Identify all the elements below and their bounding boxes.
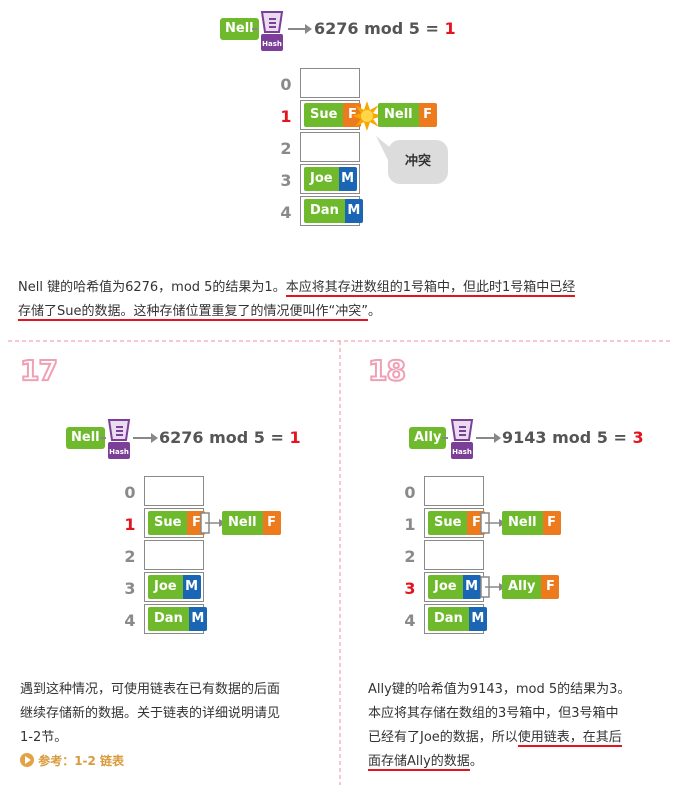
top-description: Nell 键的哈希值为6276，mod 5的结果为1。本应将其存进数组的1号箱中… — [18, 280, 576, 321]
panel18-description: Ally键的哈希值为9143，mod 5的结果为3。 本应将其存储在数组的3号箱… — [368, 682, 631, 771]
hash-label: Hash — [109, 448, 129, 456]
index-4: 4 — [280, 203, 292, 222]
index-3: 3 — [124, 579, 136, 598]
array-slot — [424, 540, 484, 570]
array-slot — [144, 476, 204, 506]
hash-function-icon: Hash — [260, 11, 284, 51]
index-2: 2 — [280, 139, 292, 158]
index-4: 4 — [404, 611, 416, 630]
key-nell: Nell — [66, 427, 105, 449]
step-number: 18 — [367, 353, 407, 388]
index-2: 2 — [124, 547, 136, 566]
index-2: 2 — [404, 547, 416, 566]
index-1: 1 — [280, 107, 292, 126]
link-arrow — [480, 576, 506, 598]
hash-function-icon: Hash — [107, 419, 131, 459]
panel-dividers — [8, 340, 670, 785]
index-3: 3 — [280, 171, 292, 190]
arrows — [100, 433, 158, 443]
index-0: 0 — [124, 483, 136, 502]
index-4: 4 — [124, 611, 136, 630]
hash-function-icon: Hash — [450, 419, 474, 459]
index-3: 3 — [404, 579, 416, 598]
index-1: 1 — [404, 515, 416, 534]
panel17-description: 遇到这种情况，可使用链表在已有数据的后面 继续存储新的数据。关于链表的详细说明请… — [20, 682, 281, 745]
index-0: 0 — [280, 75, 292, 94]
index-1: 1 — [124, 515, 136, 534]
reference-link[interactable]: 参考：1-2 链表 — [20, 752, 124, 769]
array-slot — [300, 68, 360, 98]
arrows — [252, 24, 312, 34]
key-ally: Ally — [409, 427, 447, 449]
play-icon — [20, 753, 34, 767]
hash-label: Hash — [452, 448, 472, 456]
arrows — [442, 433, 501, 443]
step-number: 17 — [19, 353, 59, 388]
index-0: 0 — [404, 483, 416, 502]
array-slot — [300, 132, 360, 162]
collision-burst-icon — [352, 101, 382, 131]
hash-label: Hash — [262, 40, 282, 48]
hash-formula: 6276 mod 5 = 1 — [314, 19, 456, 38]
array-slot — [144, 540, 204, 570]
hash-formula: 6276 mod 5 = 1 — [159, 428, 301, 447]
hash-formula: 9143 mod 5 = 3 — [502, 428, 644, 447]
conflict-bubble: 冲突 — [388, 140, 448, 184]
key-nell: Nell — [220, 18, 259, 40]
array-slot — [424, 476, 484, 506]
